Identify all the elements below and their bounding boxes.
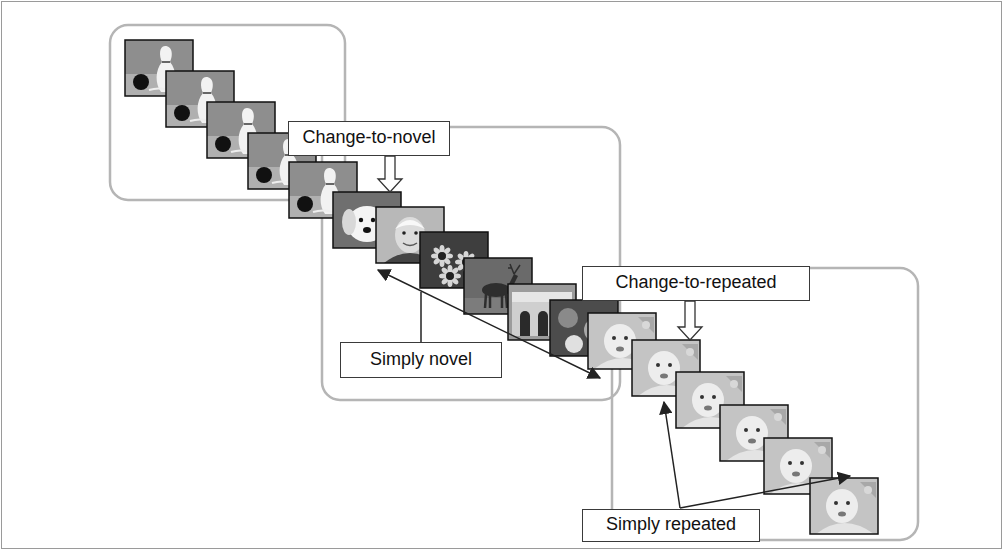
baby-photo: [810, 478, 878, 534]
block-panel: [612, 268, 918, 540]
label-text: Change-to-repeated: [615, 272, 776, 294]
span-bracket: [420, 292, 422, 342]
label-box: Change-to-repeated: [582, 266, 810, 301]
label-box: Change-to-novel: [288, 121, 450, 156]
label-text: Change-to-novel: [302, 127, 435, 149]
span-bracket: [664, 402, 680, 508]
span-bracket: [680, 476, 850, 508]
label-box: Simply novel: [340, 342, 502, 378]
label-box: Simply repeated: [582, 509, 760, 542]
block-panel: [322, 127, 620, 400]
label-text: Simply novel: [370, 349, 472, 371]
label-text: Simply repeated: [606, 514, 736, 536]
pointer-arrow: [678, 301, 702, 340]
pointer-arrow: [378, 156, 402, 192]
